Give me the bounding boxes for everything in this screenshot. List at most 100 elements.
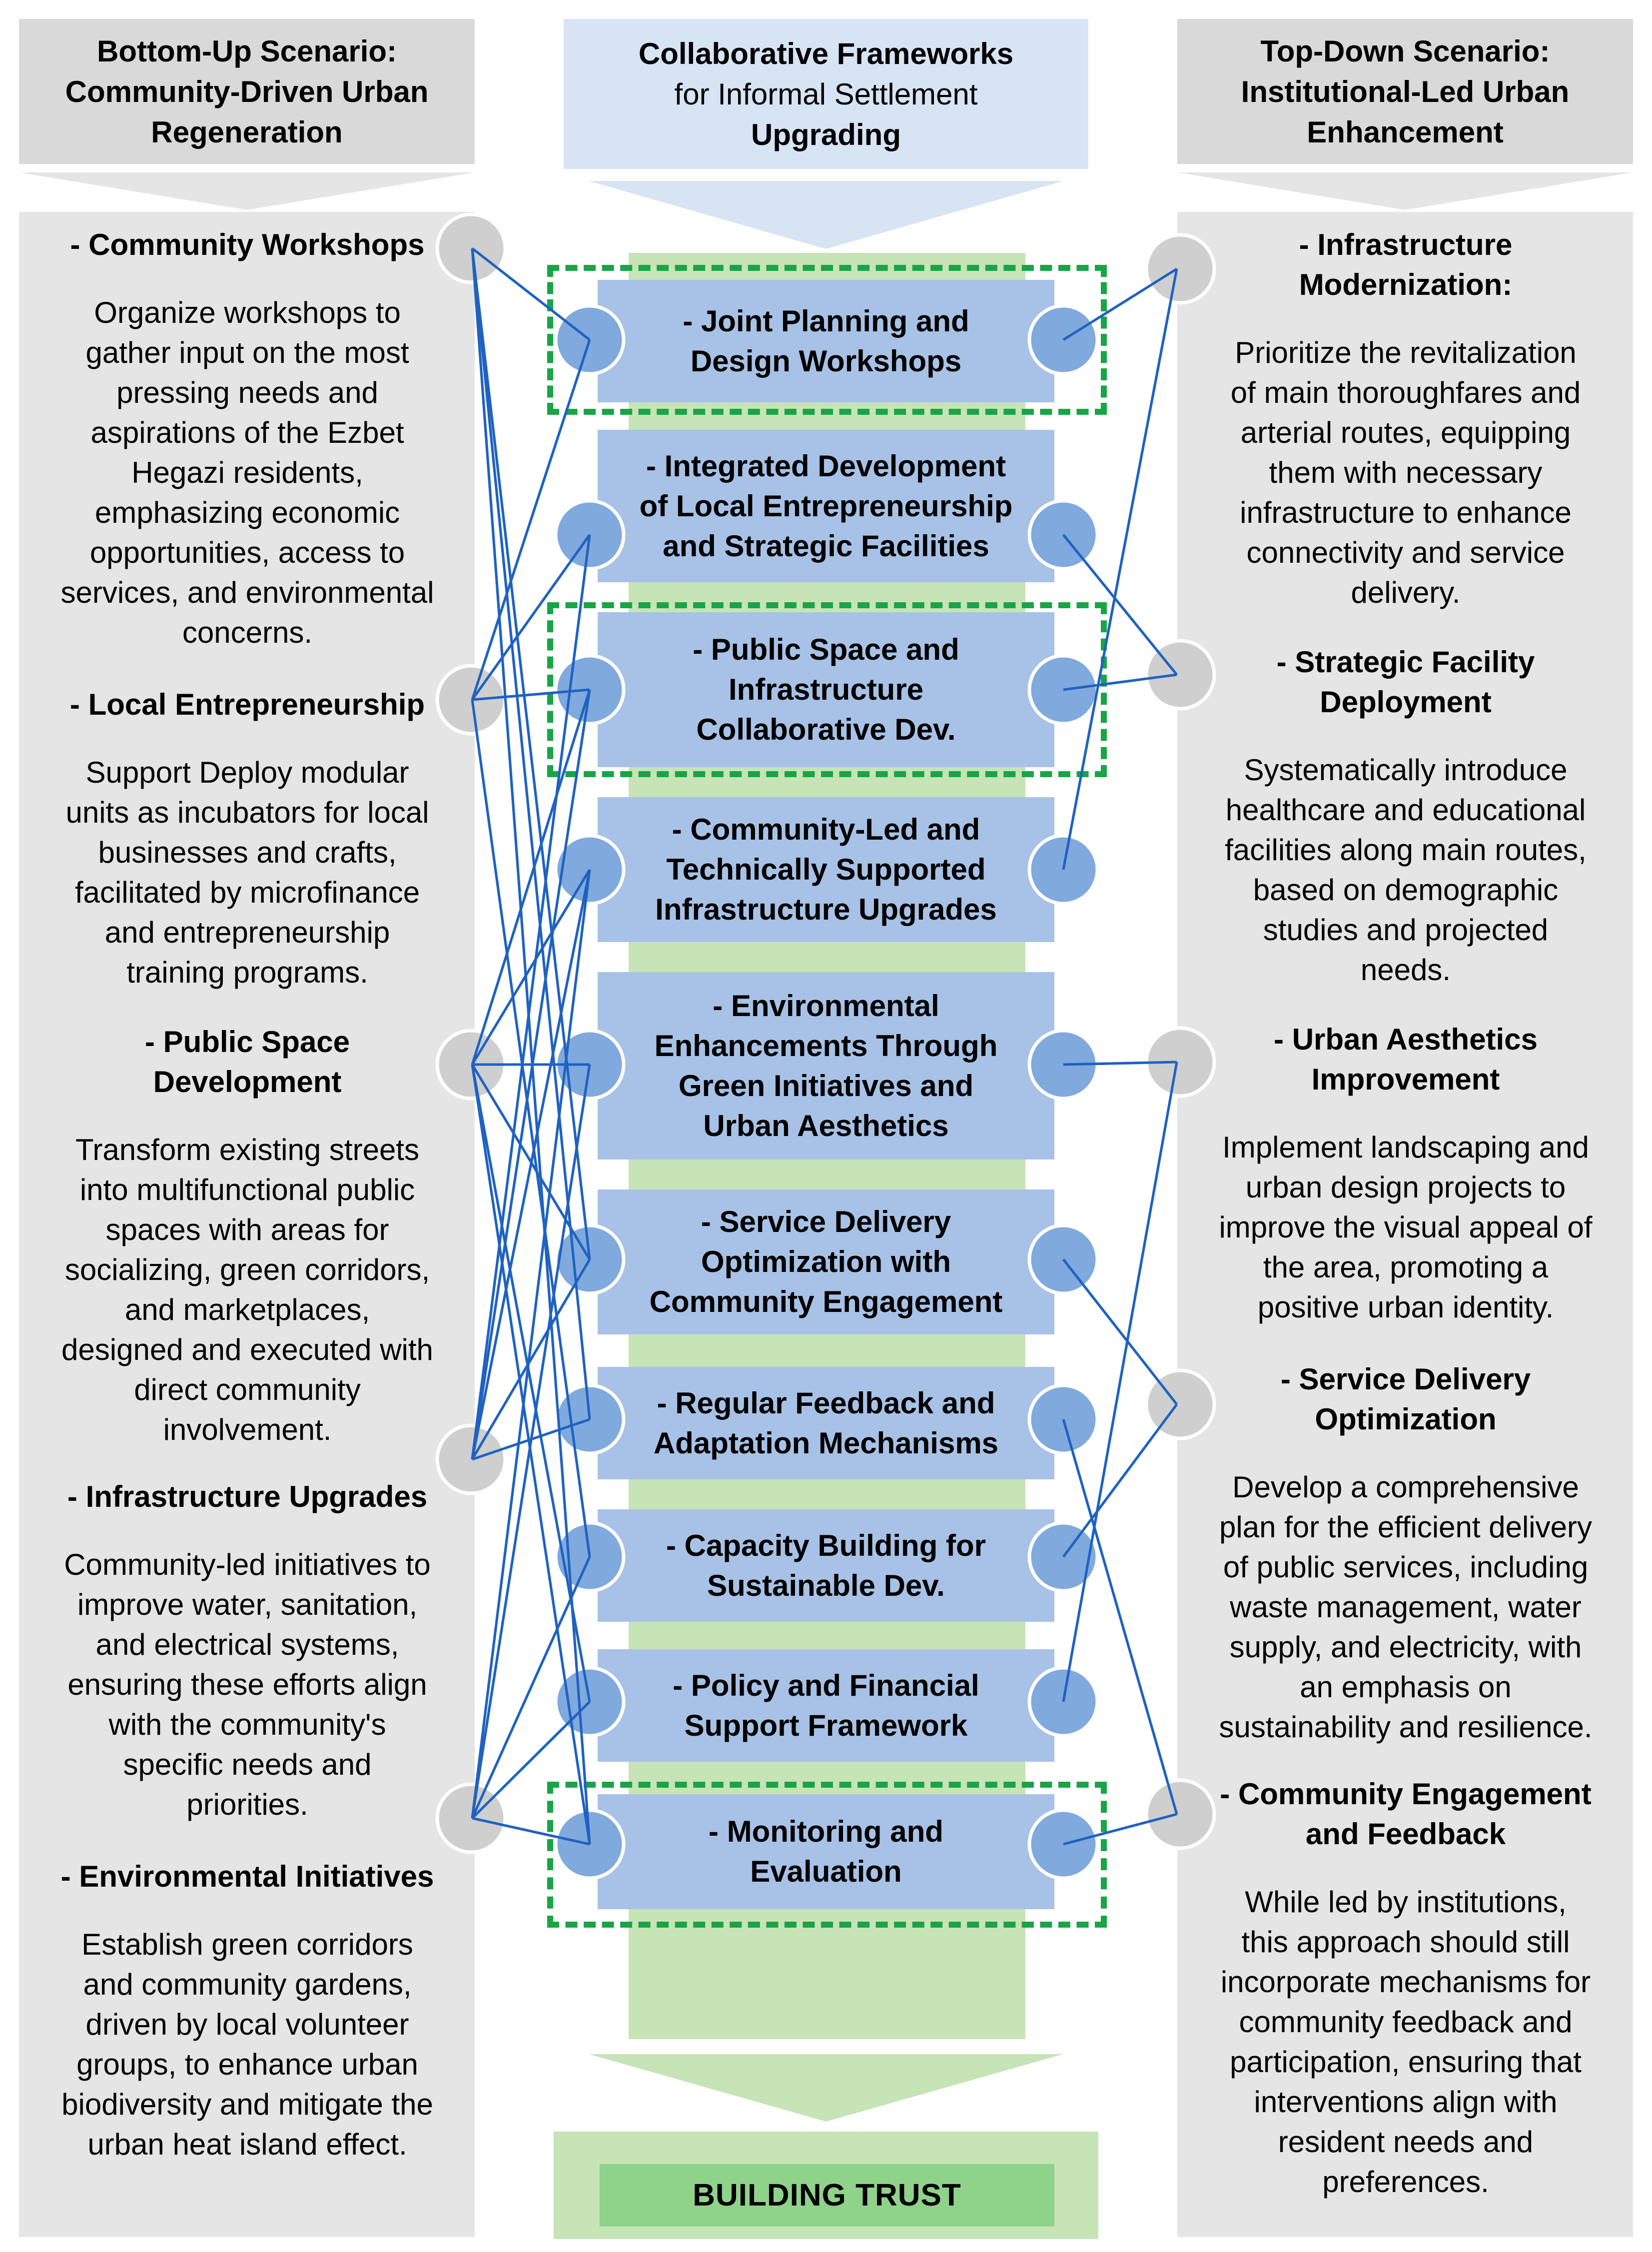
- highlight-frame: [547, 265, 1107, 415]
- right-item-title: Modernization:: [1299, 268, 1513, 301]
- right-item-title: Optimization: [1315, 1402, 1497, 1436]
- right-header-bg: [1177, 19, 1633, 164]
- right-item-title: Deployment: [1320, 685, 1492, 719]
- left-item-node: [435, 212, 507, 284]
- connector-line: [471, 1064, 591, 1819]
- connector-line: [472, 1817, 590, 1846]
- framework-box-line: Infrastructure Upgrades: [655, 893, 997, 926]
- right-item-description: sustainability and resilience.: [1219, 1710, 1593, 1744]
- connector-line: [1062, 267, 1178, 341]
- connector-line: [471, 247, 591, 341]
- right-item-node: [1144, 1778, 1216, 1850]
- connector-line: [471, 869, 591, 1066]
- connector-line: [471, 869, 591, 1819]
- framework-box-line: Technically Supported: [666, 853, 986, 886]
- left-header-bg: [19, 19, 475, 164]
- left-item-description: facilitated by microfinance: [74, 876, 420, 909]
- right-item-title: - Strategic Facility: [1276, 645, 1535, 679]
- right-item-node: [1144, 233, 1216, 305]
- connector-line: [471, 534, 591, 701]
- left-item-title: - Public Space: [144, 1025, 350, 1059]
- framework-box-line: Adaptation Mechanisms: [653, 1426, 999, 1460]
- connector-line: [1063, 1061, 1177, 1066]
- center-header-line: Upgrading: [751, 117, 901, 151]
- connector-line: [471, 869, 591, 1460]
- connector-line: [1062, 1062, 1178, 1702]
- right-item-description: the area, promoting a: [1263, 1250, 1549, 1284]
- framework-box-line: - Regular Feedback and: [657, 1386, 995, 1420]
- right-item-description: infrastructure to enhance: [1240, 496, 1572, 529]
- right-item-description: community feedback and: [1239, 2005, 1573, 2039]
- framework-box-line: - Public Space and: [693, 633, 959, 666]
- left-item-description: specific needs and: [123, 1748, 372, 1781]
- left-header-line: Community-Driven Urban: [65, 74, 429, 108]
- framework-box-line: Infrastructure: [728, 673, 924, 706]
- left-item-description: gather input on the most: [85, 336, 409, 369]
- framework-box-line: - Joint Planning and: [683, 304, 969, 338]
- highlight-frame: [547, 1782, 1107, 1928]
- right-item-title: - Infrastructure: [1299, 228, 1513, 261]
- left-item-description: pressing needs and: [116, 376, 378, 409]
- right-item-description: supply, and electricity, with: [1229, 1630, 1582, 1664]
- left-item-node: [435, 1423, 507, 1495]
- right-item-node: [1144, 1368, 1216, 1440]
- left-item-description: emphasizing economic: [94, 496, 400, 529]
- left-item-description: groups, to enhance urban: [76, 2048, 418, 2081]
- connector-line: [471, 699, 591, 1557]
- connector-line: [471, 248, 591, 1845]
- left-item-description: Hegazi residents,: [131, 456, 363, 489]
- left-item-title: - Environmental Initiatives: [60, 1860, 434, 1893]
- right-item-description: healthcare and educational: [1225, 793, 1586, 827]
- left-item-description: spaces with areas for: [105, 1213, 389, 1246]
- right-panel: [1177, 212, 1633, 2237]
- right-item-title: - Urban Aesthetics: [1274, 1023, 1538, 1056]
- connector-line: [1062, 1403, 1178, 1558]
- framework-box-line: - Community-Led and: [672, 813, 980, 846]
- left-item-description: urban heat island effect.: [87, 2128, 407, 2161]
- connector-line: [1062, 1258, 1178, 1405]
- left-item-description: with the community's: [108, 1708, 386, 1741]
- right-item-title: - Service Delivery: [1280, 1362, 1531, 1396]
- connector-line: [1062, 268, 1178, 870]
- left-item-description: services, and environmental: [60, 576, 434, 609]
- framework-box-line: Support Framework: [684, 1708, 968, 1742]
- center-header-bg: [564, 19, 1088, 169]
- connector-line: [471, 1064, 591, 1845]
- right-item-description: connectivity and service: [1246, 536, 1565, 569]
- connector-line: [471, 339, 591, 700]
- right-item-description: studies and projected: [1263, 913, 1549, 947]
- connector-line: [1062, 534, 1178, 676]
- framework-box-line: - Service Delivery: [701, 1205, 951, 1238]
- left-item-description: training programs.: [126, 956, 368, 989]
- framework-box-line: - Monitoring and: [709, 1815, 943, 1848]
- connector-line: [471, 689, 591, 1065]
- left-item-description: Community-led initiatives to: [64, 1548, 431, 1581]
- left-header-line: Regeneration: [151, 115, 343, 149]
- left-item-description: designed and executed with: [61, 1333, 433, 1366]
- right-item-description: of main thoroughfares and: [1230, 376, 1581, 409]
- framework-box-line: Collaborative Dev.: [696, 713, 956, 746]
- left-item-description: businesses and crafts,: [98, 836, 397, 869]
- left-item-description: Transform existing streets: [75, 1133, 419, 1166]
- left-item-title: Development: [153, 1065, 342, 1099]
- connector-line: [471, 1258, 591, 1460]
- left-item-title: - Community Workshops: [70, 228, 425, 261]
- connector-line: [471, 1701, 591, 1819]
